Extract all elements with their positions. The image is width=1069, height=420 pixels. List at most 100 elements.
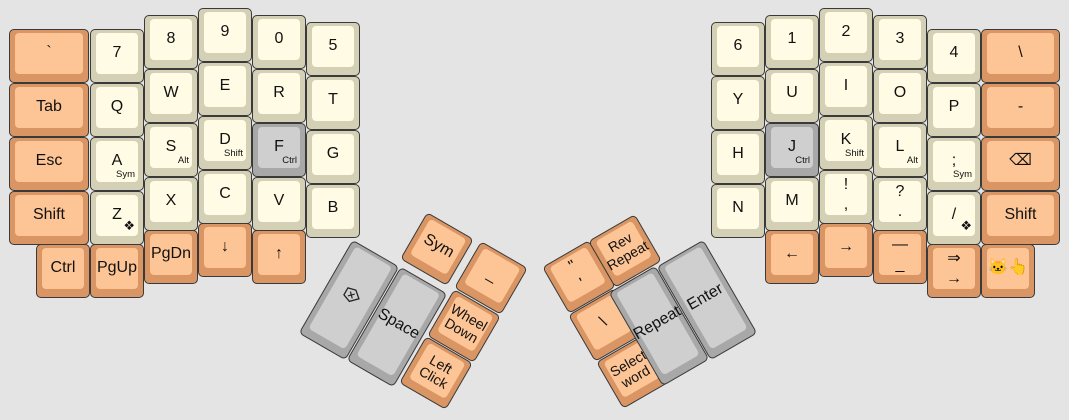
right-bottom-key-3-lower: → bbox=[946, 269, 962, 287]
right-col-3-key-0: 2 bbox=[819, 8, 873, 62]
left-col-2-key-1-legend: W bbox=[150, 73, 192, 114]
delete-left-icon bbox=[343, 287, 360, 303]
right-col-3-key-3-upper: ! bbox=[843, 175, 849, 193]
right-col-1-key-3-legend: / bbox=[933, 195, 975, 236]
right-col-outer-key-2: ⌫ bbox=[981, 137, 1060, 191]
left-col-outer-key-1-legend: Tab bbox=[15, 87, 83, 128]
right-col-outer-key-3-legend: Shift bbox=[987, 195, 1054, 236]
left-col-outer-key-0-legend: ` bbox=[15, 33, 83, 74]
right-col-1-key-3-hold: ❖ bbox=[960, 218, 972, 233]
left-col-5-key-0: 5 bbox=[306, 22, 360, 76]
right-col-3-key-2-legend: K bbox=[825, 120, 867, 161]
left-bottom-key-1: PgUp bbox=[90, 244, 144, 298]
right-col-5-key-3: N bbox=[711, 184, 765, 238]
right-col-4-key-2-hold: Ctrl bbox=[795, 155, 810, 166]
left-col-3-key-3: C bbox=[198, 170, 252, 224]
left-col-4-key-1-legend: R bbox=[258, 73, 300, 114]
left-col-2-key-3-legend: X bbox=[150, 181, 192, 222]
right-col-2-key-3-upper: ? bbox=[895, 182, 905, 200]
left-bottom-key-4: ↑ bbox=[252, 230, 306, 284]
right-col-4-key-3-legend: M bbox=[771, 181, 813, 222]
left-col-1-key-0: 7 bbox=[90, 29, 144, 83]
left-bottom-key-2: PgDn bbox=[144, 230, 198, 284]
right-col-outer-key-1-legend: - bbox=[987, 87, 1054, 128]
right-col-4-key-0: 1 bbox=[765, 15, 819, 69]
right-col-3-key-3-lower: , bbox=[843, 195, 849, 213]
left-col-2-key-1: W bbox=[144, 69, 198, 123]
left-col-1-key-3-hold: ❖ bbox=[123, 218, 135, 233]
left-col-2-key-2-hold: Alt bbox=[177, 155, 189, 166]
left-col-5-key-0-legend: 5 bbox=[312, 26, 354, 67]
right-col-1-key-1: P bbox=[927, 83, 981, 137]
right-col-3-key-3: !, bbox=[819, 170, 873, 224]
right-bottom-key-0: ← bbox=[765, 230, 819, 284]
left-thumb-underscore-legend: _ bbox=[463, 247, 521, 305]
left-col-outer-key-0: ` bbox=[9, 29, 89, 83]
left-bottom-key-0: Ctrl bbox=[36, 244, 90, 298]
left-col-3-key-0: 9 bbox=[198, 8, 252, 62]
left-col-2-key-2-legend: S bbox=[150, 127, 192, 168]
left-col-3-key-0-legend: 9 bbox=[204, 12, 246, 53]
right-col-5-key-2: H bbox=[711, 130, 765, 184]
left-thumb-sym-legend: Sym bbox=[409, 218, 467, 276]
right-col-4-key-3: M bbox=[765, 177, 819, 231]
left-col-5-key-1: T bbox=[306, 76, 360, 130]
right-col-5-key-0: 6 bbox=[711, 22, 765, 76]
left-thumb-big-1-legend bbox=[308, 246, 393, 350]
right-col-1-key-2: ;Sym bbox=[927, 137, 981, 191]
left-col-5-key-1-legend: T bbox=[312, 80, 354, 121]
right-thumb-rev-repeat-legend: Rev Repeat bbox=[595, 220, 653, 278]
left-bottom-key-1-legend: PgUp bbox=[96, 248, 138, 289]
right-col-outer-key-1: - bbox=[981, 83, 1060, 137]
right-col-5-key-3-legend: N bbox=[717, 188, 759, 229]
right-col-1-key-0-legend: 4 bbox=[933, 33, 975, 74]
right-col-2-key-2-hold: Alt bbox=[906, 155, 918, 166]
right-bottom-key-2-lower: _ bbox=[895, 255, 905, 273]
left-col-3-key-1-legend: E bbox=[204, 66, 246, 107]
right-col-5-key-1: Y bbox=[711, 76, 765, 130]
right-col-3-key-0-legend: 2 bbox=[825, 12, 867, 53]
right-col-2-key-3-lower: . bbox=[897, 202, 903, 220]
right-col-5-key-0-legend: 6 bbox=[717, 26, 759, 67]
right-col-outer-key-2-legend: ⌫ bbox=[987, 141, 1054, 182]
left-col-4-key-2-legend: F bbox=[258, 127, 300, 168]
right-bottom-key-2: —_ bbox=[873, 230, 927, 284]
right-bottom-key-3: ⇒→ bbox=[927, 244, 981, 298]
right-bottom-key-2-upper: — bbox=[892, 235, 908, 253]
right-bottom-key-1-legend: → bbox=[825, 227, 867, 268]
right-bottom-key-4-legend: 🐱👆 bbox=[987, 248, 1029, 289]
left-col-outer-key-2-legend: Esc bbox=[15, 141, 83, 182]
right-col-outer-key-3: Shift bbox=[981, 191, 1060, 245]
right-col-1-key-3: /❖ bbox=[927, 191, 981, 245]
left-col-1-key-2-hold: Sym bbox=[116, 169, 135, 180]
right-col-4-key-0-legend: 1 bbox=[771, 19, 813, 60]
left-col-outer-key-3-legend: Shift bbox=[15, 195, 83, 236]
left-col-1-key-2-legend: A bbox=[96, 141, 138, 182]
right-col-5-key-2-legend: H bbox=[717, 134, 759, 175]
left-col-4-key-0-legend: 0 bbox=[258, 19, 300, 60]
left-col-outer-key-2: Esc bbox=[9, 137, 89, 191]
right-col-2-key-1-legend: O bbox=[879, 73, 921, 114]
left-thumb-big-1 bbox=[298, 239, 400, 361]
right-col-2-key-0-legend: 3 bbox=[879, 19, 921, 60]
left-col-5-key-3: B bbox=[306, 184, 360, 238]
left-bottom-key-4-legend: ↑ bbox=[258, 234, 300, 275]
right-col-4-key-1-legend: U bbox=[771, 73, 813, 114]
right-col-1-key-0: 4 bbox=[927, 29, 981, 83]
left-col-1-key-0-legend: 7 bbox=[96, 33, 138, 74]
right-bottom-key-2-legend: —_ bbox=[879, 234, 921, 275]
right-col-3-key-2-hold: Shift bbox=[844, 148, 864, 159]
right-col-1-key-2-hold: Sym bbox=[953, 169, 972, 180]
left-col-1-key-3-legend: Z bbox=[96, 195, 138, 236]
left-col-4-key-3: V bbox=[252, 177, 306, 231]
right-col-1-key-2-legend: ; bbox=[933, 141, 975, 182]
right-bottom-key-0-legend: ← bbox=[771, 234, 813, 275]
left-bottom-key-0-legend: Ctrl bbox=[42, 248, 84, 289]
